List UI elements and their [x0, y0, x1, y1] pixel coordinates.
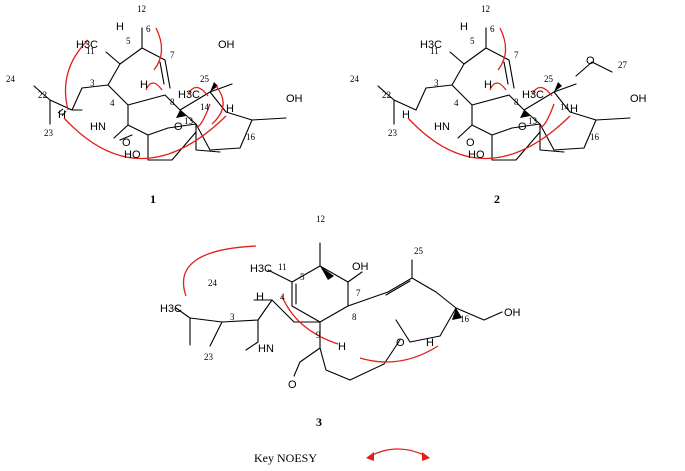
atom-label: O — [466, 137, 475, 149]
atom-label: HO — [124, 149, 141, 161]
atom-number: 7 — [356, 288, 361, 298]
atom-number: 7 — [170, 50, 175, 60]
atom-number: 16 — [246, 132, 256, 142]
atom-number: 24 — [350, 74, 360, 84]
atom-number: 12 — [137, 4, 146, 14]
atom-label: H3C — [522, 89, 544, 101]
atom-number: 11 — [430, 46, 439, 56]
atom-label: OH — [630, 93, 647, 105]
red-double-headed-arrow-icon — [369, 448, 427, 457]
atom-number: 16 — [590, 132, 600, 142]
atom-label: HO — [468, 149, 485, 161]
atom-label: H3C — [178, 89, 200, 101]
atom-number: 4 — [454, 98, 459, 108]
atom-number: 23 — [204, 352, 214, 362]
atom-number: 3 — [230, 312, 235, 322]
atom-number: 22 — [38, 90, 47, 100]
atom-number: 8 — [352, 312, 357, 322]
compound-3-structure — [175, 242, 503, 381]
atom-number: 13 — [528, 116, 538, 126]
atom-number: 4 — [280, 292, 285, 302]
atom-number: 12 — [316, 214, 325, 224]
atom-label: OH — [218, 39, 235, 51]
atom-number: 23 — [44, 128, 54, 138]
legend-label: Key NOESY — [254, 451, 317, 465]
atom-label: H — [140, 79, 148, 91]
atom-number: 24 — [208, 278, 218, 288]
compound-number: 1 — [150, 192, 156, 206]
atom-number: 6 — [490, 24, 495, 34]
atom-number: 25 — [414, 246, 424, 256]
atom-number: 16 — [460, 314, 470, 324]
atom-label: H3C — [420, 39, 442, 51]
compound-3-labels: 12 11 5 7 25 24 3 4 8 9 16 23 OH H3C H H… — [160, 214, 521, 429]
atom-number: 7 — [514, 50, 519, 60]
atom-number: 8 — [170, 97, 175, 107]
atom-number: 27 — [618, 60, 628, 70]
atom-number: 5 — [300, 272, 305, 282]
compound-1-structure — [33, 27, 287, 161]
atom-number: 11 — [278, 262, 287, 272]
atom-label: H3C — [76, 39, 98, 51]
atom-label: O — [174, 121, 183, 133]
atom-number: 8 — [514, 97, 519, 107]
atom-number: 14 — [200, 102, 210, 112]
atom-label: O — [122, 137, 131, 149]
atom-label: OH — [352, 261, 369, 273]
atom-number: 9 — [316, 330, 321, 340]
atom-number: 5 — [470, 36, 475, 46]
atom-number: 24 — [6, 74, 16, 84]
atom-label: H — [402, 109, 410, 121]
compound-number: 3 — [316, 415, 322, 429]
atom-number: 25 — [544, 74, 554, 84]
atom-label: H — [338, 341, 346, 353]
atom-label: HN — [90, 121, 106, 133]
atom-label: H — [484, 79, 492, 91]
atom-label: H3C — [160, 303, 182, 315]
atom-label: HN — [258, 343, 274, 355]
atom-number: 3 — [434, 78, 439, 88]
atom-label: H — [460, 21, 468, 33]
atom-number: 12 — [481, 4, 490, 14]
compound-number: 2 — [494, 192, 500, 206]
atom-number: 25 — [200, 74, 210, 84]
atom-number: 22 — [382, 90, 391, 100]
atom-label: H — [256, 291, 264, 303]
compound-2-labels: 12 6 7 5 11 25 27 24 22 3 4 8 13 14 16 2… — [350, 4, 647, 206]
noesy-arrows — [63, 27, 571, 461]
atom-label: O — [518, 121, 527, 133]
atom-label: H — [570, 103, 578, 115]
compound-2-structure — [377, 27, 631, 161]
atom-number: 3 — [90, 78, 95, 88]
atom-label: H — [226, 103, 234, 115]
atom-label: OH — [286, 93, 303, 105]
atom-label: H — [116, 21, 124, 33]
atom-number: 13 — [184, 116, 194, 126]
atom-label: O — [586, 55, 595, 67]
atom-label: H — [426, 337, 434, 349]
atom-number: 14 — [560, 102, 570, 112]
atom-number: 23 — [388, 128, 398, 138]
atom-number: 4 — [110, 98, 115, 108]
atom-label: OH — [504, 307, 521, 319]
atom-number: 6 — [146, 24, 151, 34]
atom-number: 5 — [126, 36, 131, 46]
atom-label: HN — [434, 121, 450, 133]
compound-1-labels: 12 6 7 5 11 25 24 22 3 4 8 13 14 16 23 H… — [6, 4, 303, 206]
atom-label: O — [288, 379, 297, 391]
atom-label: O — [396, 337, 405, 349]
atom-label: H3C — [250, 263, 272, 275]
atom-label: H — [58, 109, 66, 121]
atom-number: 11 — [86, 46, 95, 56]
